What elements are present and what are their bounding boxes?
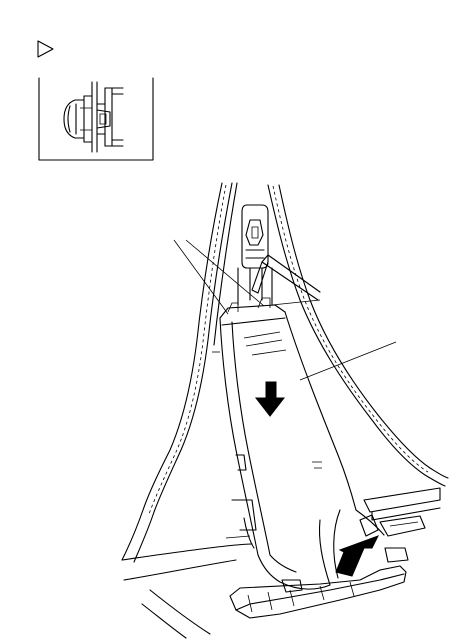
lift-direction-arrow — [335, 535, 380, 577]
clip-detail-inset — [38, 77, 154, 161]
triangle-marker-icon — [37, 40, 54, 58]
pillar-trim-illustration — [121, 182, 449, 639]
removal-direction-arrow — [254, 381, 286, 417]
